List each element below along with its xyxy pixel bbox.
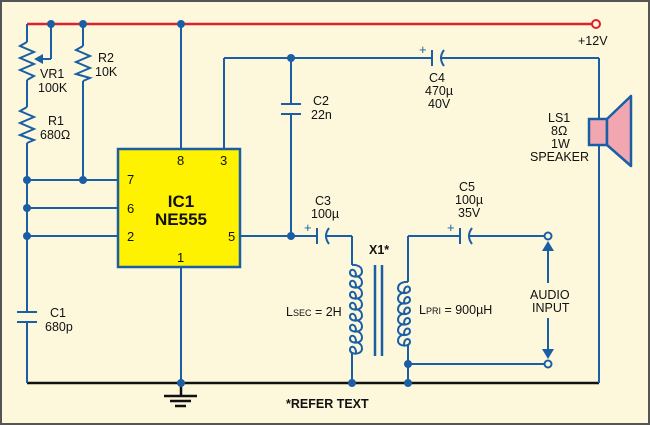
junction-dot [287, 232, 295, 240]
lsec-label: LSEC = 2H [286, 305, 342, 319]
svg-text:+: + [419, 42, 427, 57]
ic-pin-3: 3 [220, 153, 227, 168]
r2-ref: R2 [98, 51, 114, 65]
c5-voltage: 35V [458, 206, 481, 220]
c1-ref: C1 [50, 306, 66, 320]
ic-pin-6: 6 [127, 201, 134, 216]
c1-capacitor [17, 311, 37, 383]
ls1-type: SPEAKER [530, 150, 589, 164]
ic-pin-1: 1 [177, 250, 184, 265]
ic-pin-2: 2 [127, 229, 134, 244]
audio-input-terminal-bottom[interactable] [543, 359, 553, 369]
junction-dot [23, 232, 31, 240]
x1-ref: X1* [369, 243, 389, 257]
audio-input-terminal-top[interactable] [543, 231, 553, 241]
junction-dot [79, 20, 87, 28]
arrow-up-icon [542, 241, 554, 251]
junction-dot [348, 379, 356, 387]
junction-dot [23, 176, 31, 184]
svg-text:+: + [447, 220, 455, 235]
junction-dot [404, 379, 412, 387]
ic-part: NE555 [155, 210, 207, 229]
c5-value: 100µ [455, 193, 483, 207]
ls1-impedance: 8Ω [551, 124, 567, 138]
junction-dot [23, 204, 31, 212]
speaker-icon [587, 94, 633, 168]
ic-pin-5: 5 [228, 229, 235, 244]
r2-value: 10K [95, 65, 118, 79]
c5-ref: C5 [459, 180, 475, 194]
r1-resistor [17, 80, 37, 311]
ic1-ne555 [116, 147, 242, 269]
ls1-power: 1W [551, 137, 570, 151]
audio-input-line2: INPUT [532, 301, 570, 315]
ic-pin-8: 8 [177, 153, 184, 168]
c4-voltage: 40V [428, 97, 451, 111]
r1-ref: R1 [48, 114, 64, 128]
audio-input-line1: AUDIO [530, 288, 570, 302]
vr1-potentiometer [17, 24, 52, 81]
c3-ref: C3 [315, 194, 331, 208]
arrow-down-icon [542, 349, 554, 359]
supply-terminal [591, 19, 601, 29]
c2-capacitor [281, 58, 301, 236]
junction-dot [79, 176, 87, 184]
c1-value: 680p [45, 320, 73, 334]
lpri-label: LPRI = 900µH [419, 303, 492, 317]
c3-value: 100µ [311, 207, 339, 221]
c2-ref: C2 [313, 94, 329, 108]
vr1-value: 100K [38, 81, 68, 95]
c4-capacitor: + [419, 42, 599, 67]
ic-pin-7: 7 [127, 172, 134, 187]
junction-dot [177, 20, 185, 28]
footnote: *REFER TEXT [286, 397, 369, 411]
c2-value: 22n [311, 108, 332, 122]
c3-capacitor: + [304, 220, 352, 245]
c4-value: 470µ [425, 84, 453, 98]
ls1-ref: LS1 [548, 111, 570, 125]
c5-capacitor: + [447, 220, 544, 245]
c4-ref: C4 [429, 71, 445, 85]
r1-value: 680Ω [40, 128, 70, 142]
vr1-ref: VR1 [40, 67, 64, 81]
supply-label: +12V [578, 34, 608, 48]
junction-dot [47, 20, 55, 28]
ic-name: IC1 [168, 192, 194, 211]
svg-text:+: + [304, 220, 312, 235]
